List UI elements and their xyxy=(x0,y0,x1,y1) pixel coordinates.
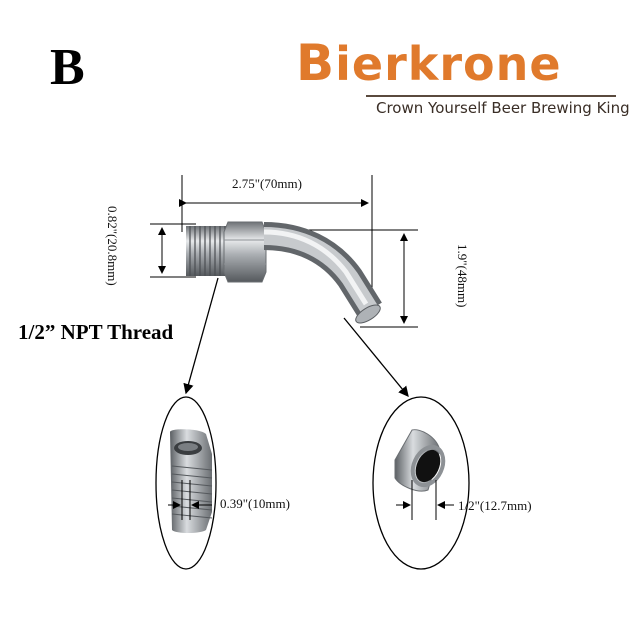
thread-type-label: 1/2” NPT Thread xyxy=(18,320,174,344)
length-label: 2.75"(70mm) xyxy=(232,176,302,191)
hex-nut xyxy=(223,221,267,283)
height-dimension xyxy=(150,223,196,278)
thread-pointer-arrow xyxy=(183,277,219,395)
brand-underline xyxy=(366,95,616,97)
variant-letter: B xyxy=(50,39,85,96)
outlet-pointer-arrow xyxy=(343,317,409,398)
brand-logo: Bierkrone xyxy=(296,38,562,88)
brand-tagline: Crown Yourself Beer Brewing King xyxy=(376,99,630,117)
rise-label: 1.9"(48mm) xyxy=(455,244,470,308)
outlet-detail-view xyxy=(372,396,470,570)
thread-wall-label: 0.39"(10mm) xyxy=(220,496,290,511)
bent-tube xyxy=(263,222,382,324)
outlet-diameter-label: 1/2"(12.7mm) xyxy=(458,498,532,513)
brand-name-rest: ierkrone xyxy=(335,37,562,91)
height-label: 0.82"(20.8mm) xyxy=(105,206,120,286)
thread-detail-view xyxy=(155,396,217,570)
brand-initial: B xyxy=(296,34,336,92)
threaded-end xyxy=(186,226,230,276)
